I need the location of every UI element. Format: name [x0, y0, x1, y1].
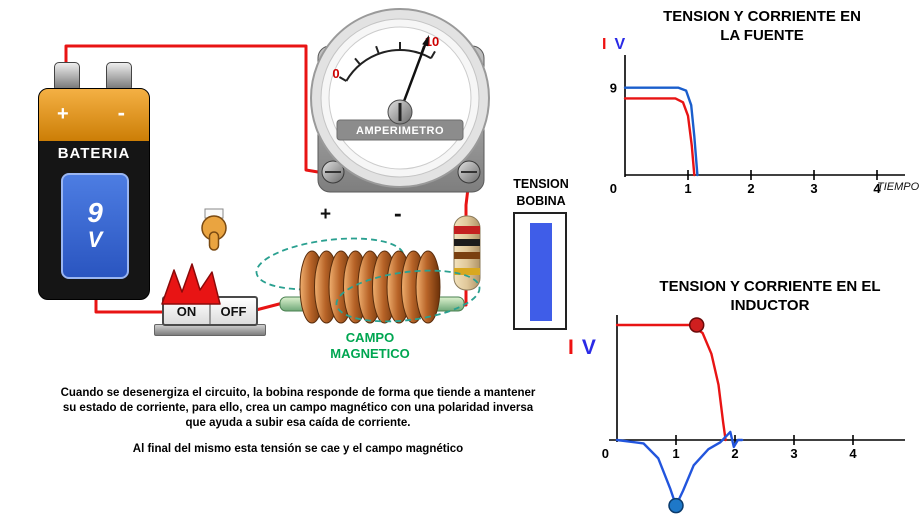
- switch-on-button[interactable]: ON: [176, 303, 197, 319]
- series-V: [615, 430, 744, 507]
- legend-voltage-label: V: [614, 36, 628, 53]
- y-tick-label: 9: [610, 81, 617, 96]
- magnetic-field-line-lower: [335, 269, 481, 323]
- battery-name-label: BATERIA: [57, 145, 131, 162]
- magnetic-field-label-line2: MAGNETICO: [330, 345, 410, 361]
- x-tick-label: 1: [672, 446, 679, 461]
- series-V-marker: [668, 497, 684, 514]
- battery-voltage-value: 9: [87, 196, 103, 228]
- battery-voltage-unit: V: [87, 226, 103, 252]
- x-tick-label: 2: [731, 446, 738, 461]
- resistor-band-1: [454, 226, 480, 234]
- ammeter-label: AMPERIMETRO: [356, 125, 444, 137]
- legend-current-label: I: [602, 36, 609, 53]
- battery-terminal-positive: [54, 62, 80, 90]
- bobina-voltage-indicator: [513, 212, 567, 330]
- spark-shape: [161, 263, 221, 305]
- resistor-band-2: [454, 239, 480, 246]
- resistor-band-4: [454, 268, 480, 275]
- battery-voltage-panel: 9 V: [61, 173, 129, 279]
- caption-line4: Al final del mismo esta tensión se cae y…: [132, 442, 464, 455]
- x-axis-label: TIEMPO: [877, 181, 920, 193]
- chart-fuente-title: TENSION Y CORRIENTE EN LA FUENTE: [663, 8, 861, 44]
- hand-finger: [208, 231, 220, 251]
- explanation-caption: Cuando se desenergiza el circuito, la bo…: [20, 386, 576, 457]
- battery-terminal-negative: [106, 62, 132, 90]
- ammeter: 0 10 AMPERIMETRO: [310, 8, 490, 193]
- x-tick-label: 1: [684, 181, 691, 196]
- wire-switch-to-battery: [94, 294, 164, 314]
- legend-current-label: I: [568, 336, 576, 359]
- magnetic-field-label: CAMPO MAGNETICO: [308, 330, 432, 361]
- ammeter-needle-tip: [422, 35, 429, 47]
- resistor-band-3: [454, 252, 480, 259]
- bobina-title-line1: TENSION: [513, 177, 569, 191]
- coil-plus-label: +: [320, 204, 332, 225]
- legend-voltage-label: V: [581, 336, 598, 359]
- bobina-voltage-title: TENSION BOBINA: [505, 176, 577, 210]
- magnetic-field-label-line1: CAMPO: [345, 330, 395, 345]
- spark-icon: [161, 263, 221, 305]
- wire-coil-to-switch: [254, 301, 285, 312]
- battery: + - BATERIA 9 V: [38, 58, 150, 300]
- caption-line1: Cuando se desenergiza el circuito, la bo…: [60, 387, 536, 399]
- resistor: [453, 215, 481, 291]
- wire-battery-to-ammeter: [64, 44, 326, 175]
- x-tick-label: 4: [849, 446, 857, 461]
- x-tick-label: 4: [873, 181, 881, 196]
- hand-pointer-icon: [201, 208, 227, 251]
- bobina-voltage-bar: [530, 223, 552, 321]
- ammeter-scale-arc: [345, 48, 432, 82]
- series-I: [615, 323, 727, 442]
- caption-line2: su estado de corriente, para ello, crea …: [62, 402, 534, 415]
- battery-body: + - BATERIA 9 V: [38, 88, 150, 300]
- switch-off-button[interactable]: OFF: [209, 298, 256, 324]
- series-I-marker: [688, 317, 705, 333]
- chart-inductor-plot: 1 2 3 4 0: [602, 315, 905, 514]
- chart-inductor-title: TENSION Y CORRIENTE EN EL INDUCTOR: [659, 278, 881, 314]
- inductor-coil: [255, 237, 481, 324]
- coil-minus-label: -: [394, 200, 402, 226]
- battery-top-band: [39, 89, 149, 141]
- bobina-title-line2: BOBINA: [516, 193, 566, 208]
- coil-windings: [299, 250, 441, 324]
- battery-plus-label: +: [57, 103, 69, 125]
- origin-label: 0: [610, 181, 617, 196]
- battery-minus-label: -: [117, 100, 125, 125]
- series-V: [623, 86, 699, 177]
- ammeter-scale-min: 0: [332, 66, 339, 81]
- origin-label: 0: [602, 446, 609, 461]
- x-tick-label: 3: [810, 181, 817, 196]
- series-I: [623, 97, 696, 177]
- x-tick-label: 3: [790, 446, 797, 461]
- chart-fuente-plot: 1 2 3 4 9 0 TIEMPO: [610, 55, 920, 196]
- caption-line3: que ayuda a subir esa caída de corriente…: [185, 417, 411, 430]
- x-tick-label: 2: [747, 181, 754, 196]
